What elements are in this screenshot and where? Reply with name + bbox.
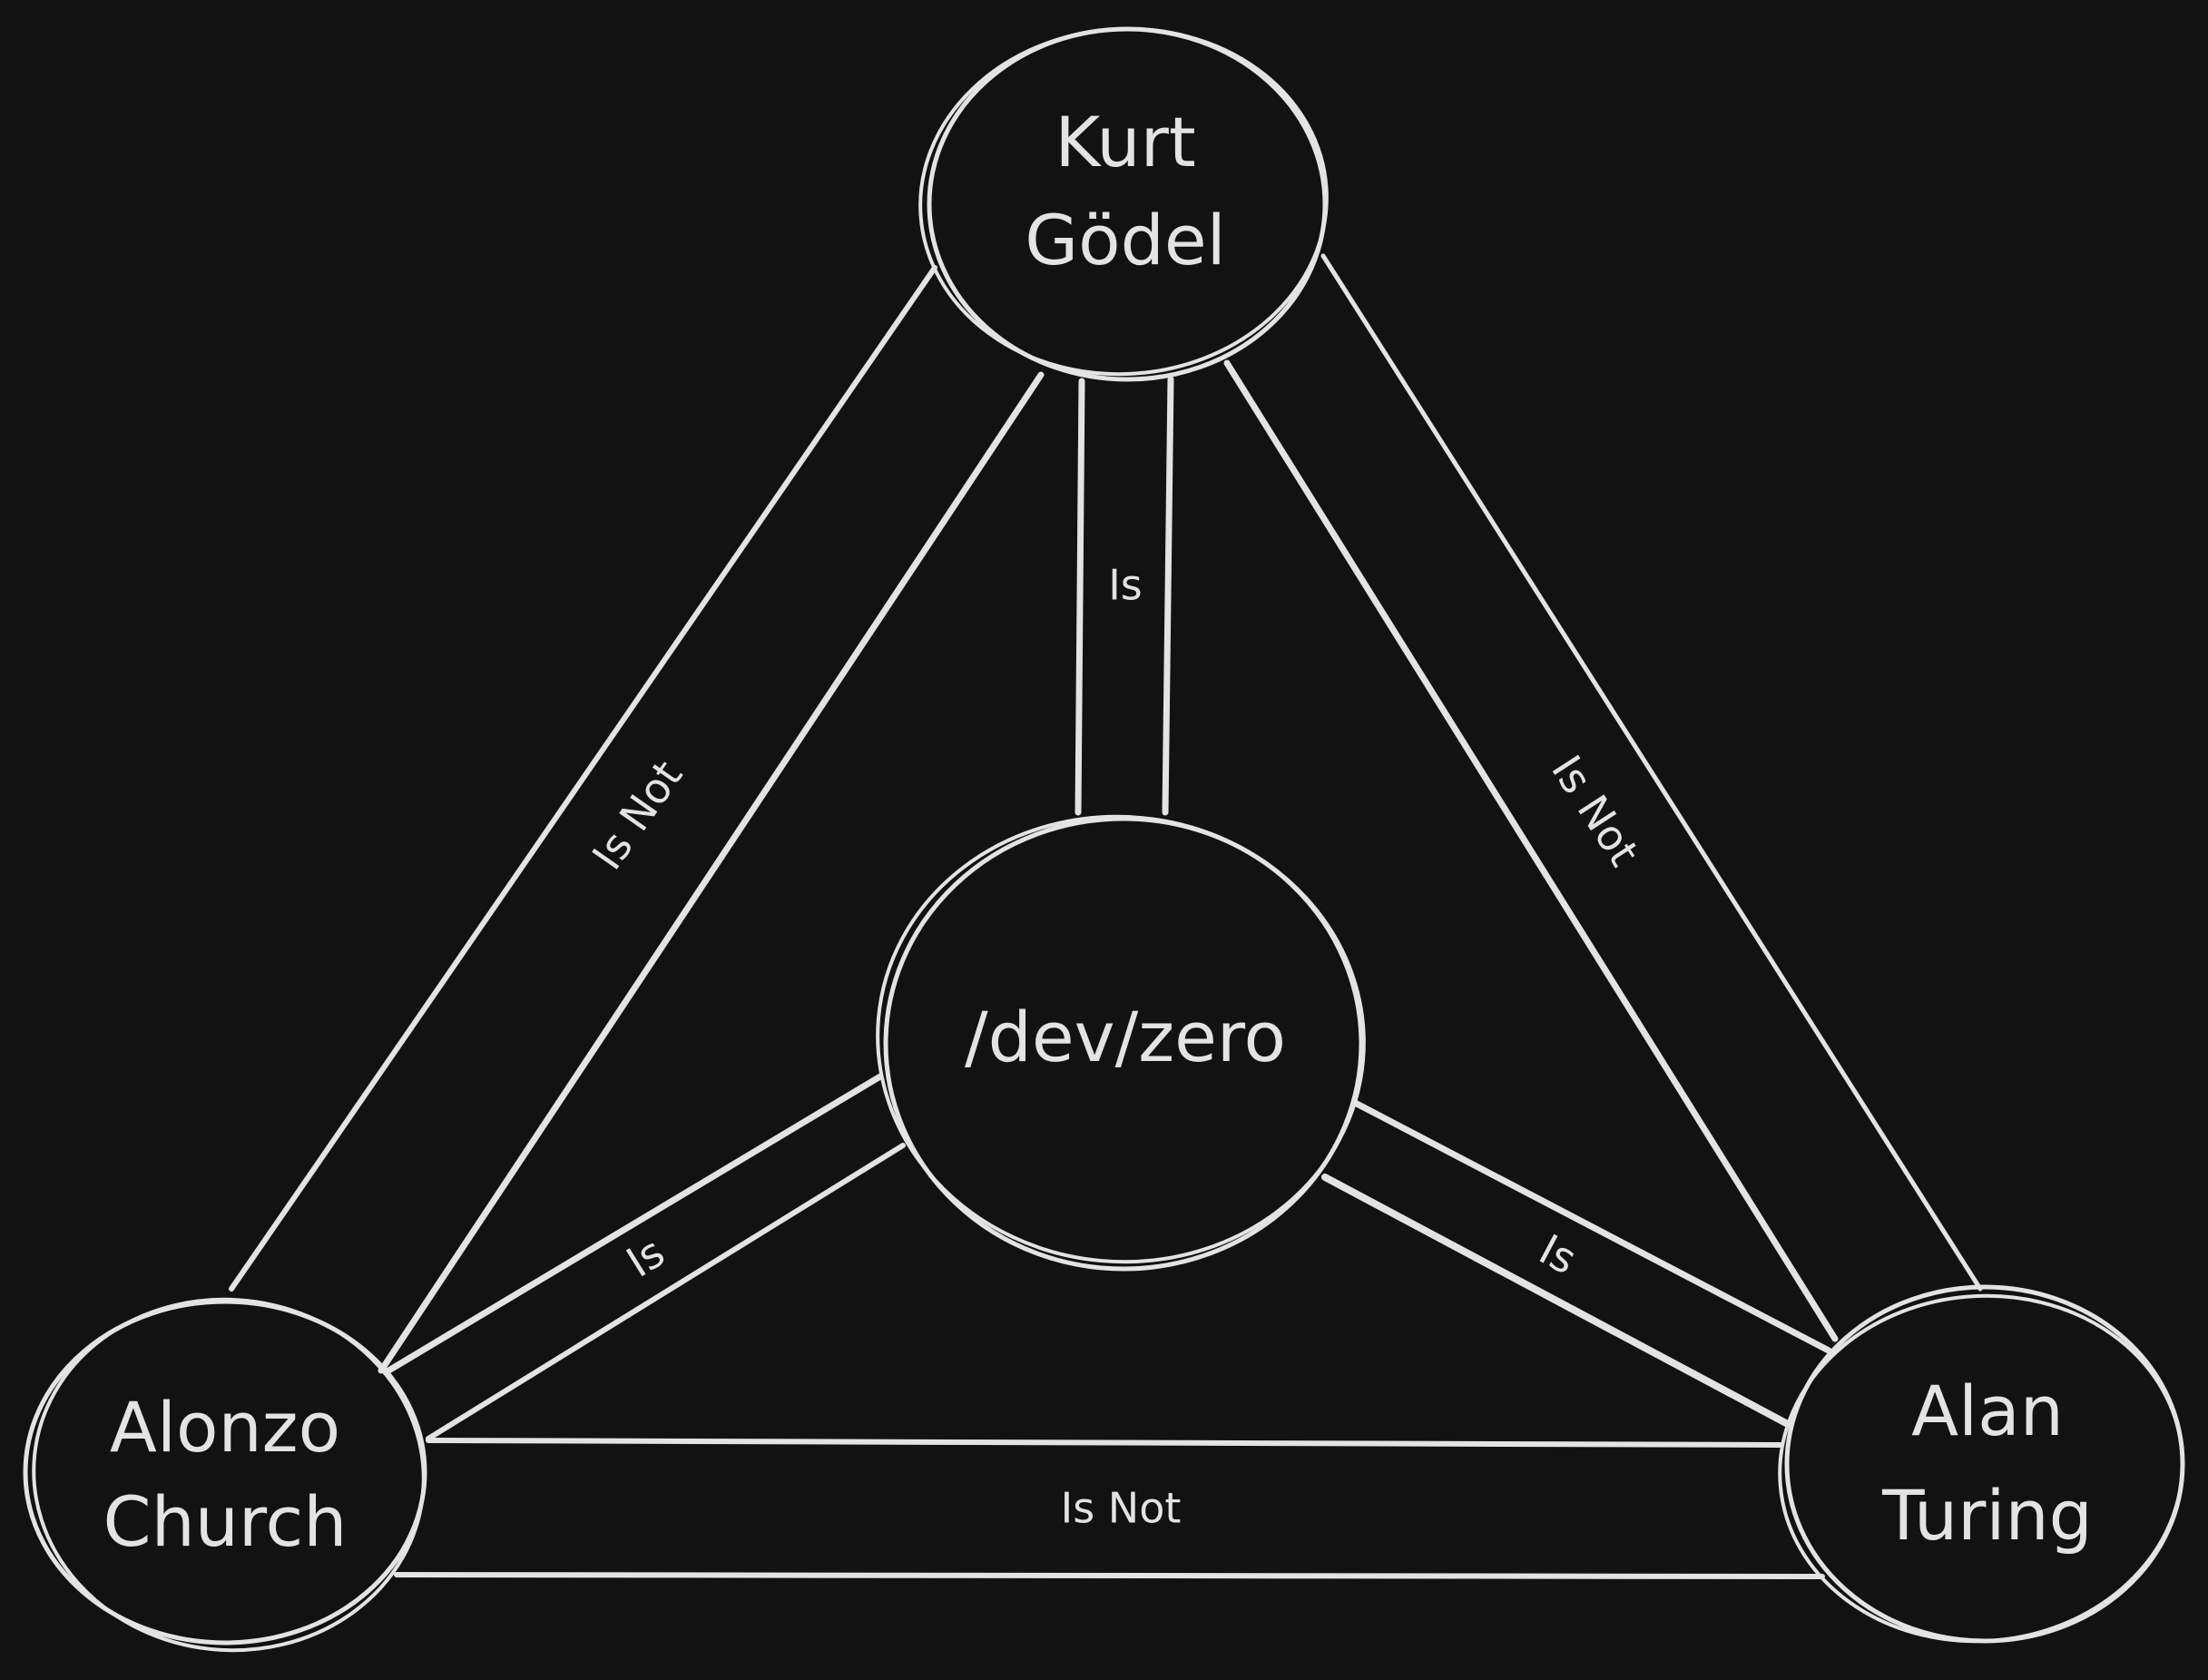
edge-line [1162, 376, 1174, 816]
edge-line [229, 265, 937, 1292]
node-circle-sketch [32, 1297, 426, 1653]
edge-label-church-zero: Is [618, 1227, 672, 1287]
edge-label-godel-zero: Is [1108, 561, 1143, 610]
node-label-line1: Alan [1911, 1371, 2064, 1451]
edge-turing-zero: Is [1321, 1099, 1832, 1427]
edge-line [426, 1143, 906, 1441]
node-label-line2: Church [103, 1481, 348, 1562]
node-alonzo-church[interactable]: Alonzo Church [16, 1281, 441, 1670]
edge-label-godel-turing: Is Not [1542, 747, 1649, 875]
edge-church-turing: Is Not [394, 1438, 1825, 1579]
edge-line [1351, 1099, 1832, 1354]
edge-godel-church: Is Not [229, 265, 1045, 1374]
edge-line [382, 1073, 884, 1376]
node-dev-zero[interactable]: /dev/zero [859, 797, 1383, 1282]
edge-label-church-turing: Is Not [1061, 1484, 1182, 1533]
edge-label-turing-zero: Is [1531, 1224, 1585, 1283]
node-circle [883, 816, 1364, 1272]
edge-line [1075, 378, 1085, 816]
edge-line [426, 1438, 1783, 1448]
node-label-line2: Turing [1881, 1475, 2093, 1556]
node-alan-turing[interactable]: Alan Turing [1765, 1279, 2196, 1657]
edge-godel-turing: Is Not [1223, 253, 1983, 1342]
edge-line [378, 371, 1045, 1374]
node-circle-sketch [1778, 1293, 2184, 1644]
edge-church-zero: Is [382, 1073, 906, 1441]
edge-line [1320, 253, 1983, 1292]
edge-line [1223, 359, 1839, 1342]
node-circle-sketch [918, 26, 1329, 377]
edge-line [394, 1572, 1825, 1579]
node-label-line1: Alonzo [110, 1387, 340, 1468]
node-label-line2: Gödel [1025, 200, 1226, 280]
node-kurt-godel[interactable]: Kurt Gödel [908, 15, 1338, 388]
node-label-line1: Kurt [1055, 102, 1195, 182]
node-circle-sketch [876, 814, 1366, 1264]
node-label: /dev/zero [965, 997, 1286, 1077]
edge-godel-zero: Is [1075, 376, 1174, 816]
edge-line [1321, 1174, 1790, 1427]
edge-label-godel-church: Is Not [583, 752, 692, 879]
